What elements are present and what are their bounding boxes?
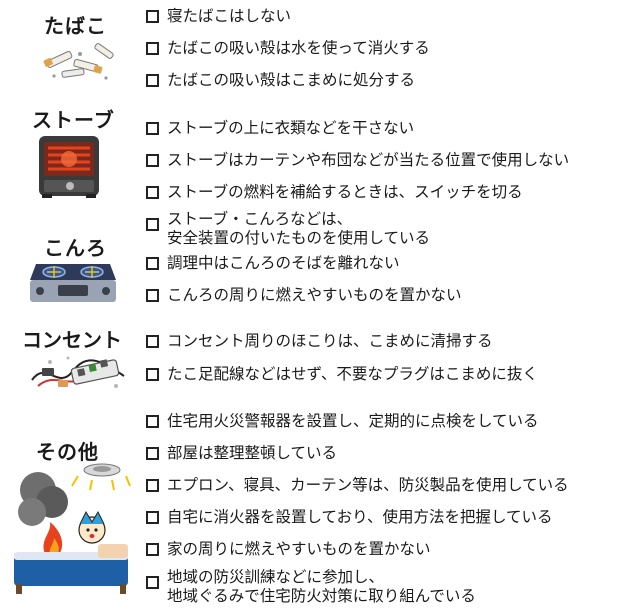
item-text: ストーブの燃料を補給するときは、スイッチを切る [167,183,523,201]
checkbox[interactable] [146,42,159,55]
item-text: 家の周りに燃えやすいものを置かない [167,540,431,558]
checkbox[interactable] [146,289,159,302]
item-text: こんろの周りに燃えやすいものを置かない [167,286,462,304]
checklist-item: ストーブはカーテンや布団などが当たる位置で使用しない [146,151,569,170]
item-text-line2: 地域ぐるみで住宅防火対策に取り組んでいる [167,587,476,605]
cigarette-butts-icon [43,43,114,80]
category-label-outlet: コンセント [22,328,122,352]
checklist-item: 寝たばこはしない [146,7,291,26]
checkbox[interactable] [146,154,159,167]
checklist-item: たばこの吸い殻はこまめに処分する [146,71,415,90]
item-text-line2: 安全装置の付いたものを使用している [167,229,431,247]
checkbox[interactable] [146,10,159,23]
checklist-item: 住宅用火災警報器を設置し、定期的に点検をしている [146,412,539,431]
checklist-item: ストーブ・こんろなどは、 安全装置の付いたものを使用している [146,210,430,248]
item-text: エプロン、寝具、カーテン等は、防災製品を使用している [167,476,569,494]
checkbox[interactable] [146,543,159,556]
checkbox[interactable] [146,479,159,492]
item-text: たばこの吸い殻はこまめに処分する [167,71,416,89]
checkbox[interactable] [146,186,159,199]
item-text: コンセント周りのほこりは、こまめに清掃する [167,332,493,350]
category-label-other: その他 [36,440,99,464]
checklist-item: 部屋は整理整頓している [146,444,337,463]
item-text-line1: 地域の防災訓練などに参加し、 [167,568,385,586]
checkbox[interactable] [146,218,159,231]
checklist-item: エプロン、寝具、カーテン等は、防災製品を使用している [146,476,569,495]
checklist-item: 家の周りに燃えやすいものを置かない [146,540,431,559]
item-text: 調理中はこんろのそばを離れない [167,254,400,272]
checklist-item: 自宅に消火器を設置しており、使用方法を把握している [146,508,553,527]
checklist-item: ストーブの上に衣類などを干さない [146,119,414,138]
checkbox[interactable] [146,576,159,589]
checkbox[interactable] [146,257,159,270]
checkbox[interactable] [146,335,159,348]
checklist-item: ストーブの燃料を補給するときは、スイッチを切る [146,183,523,202]
gas-stove-icon [30,264,116,302]
checkbox[interactable] [146,368,159,381]
item-text-line1: ストーブ・こんろなどは、 [167,210,353,228]
item-text: ストーブの上に衣類などを干さない [167,119,415,137]
checklist-item: たばこの吸い殻は水を使って消火する [146,39,430,58]
power-strip-icon [31,356,125,388]
checklist-item: こんろの周りに燃えやすいものを置かない [146,286,462,305]
checklist-item: たこ足配線などはせず、不要なプラグはこまめに抜く [146,365,538,384]
bedroom-fire-scene-icon [14,463,131,594]
category-label-stove: ストーブ [32,108,115,132]
checkbox[interactable] [146,447,159,460]
heater-stove-icon [39,136,99,198]
item-text: 部屋は整理整頓している [167,444,338,462]
checkbox[interactable] [146,122,159,135]
checklist-item: 調理中はこんろのそばを離れない [146,254,400,273]
checklist-item: 地域の防災訓練などに参加し、 地域ぐるみで住宅防火対策に取り組んでいる [146,568,476,606]
item-text: ストーブはカーテンや布団などが当たる位置で使用しない [167,151,570,169]
category-label-konro: こんろ [44,236,107,260]
checklist-item: コンセント周りのほこりは、こまめに清掃する [146,332,493,351]
checkbox[interactable] [146,74,159,87]
item-text: 自宅に消火器を設置しており、使用方法を把握している [167,508,553,526]
checkbox[interactable] [146,511,159,524]
item-text: 寝たばこはしない [167,7,292,25]
checkbox[interactable] [146,415,159,428]
item-text: たばこの吸い殻は水を使って消火する [167,39,430,57]
item-text: たこ足配線などはせず、不要なプラグはこまめに抜く [167,365,538,383]
category-label-tobacco: たばこ [44,14,107,38]
item-text: 住宅用火災警報器を設置し、定期的に点検をしている [167,412,539,430]
